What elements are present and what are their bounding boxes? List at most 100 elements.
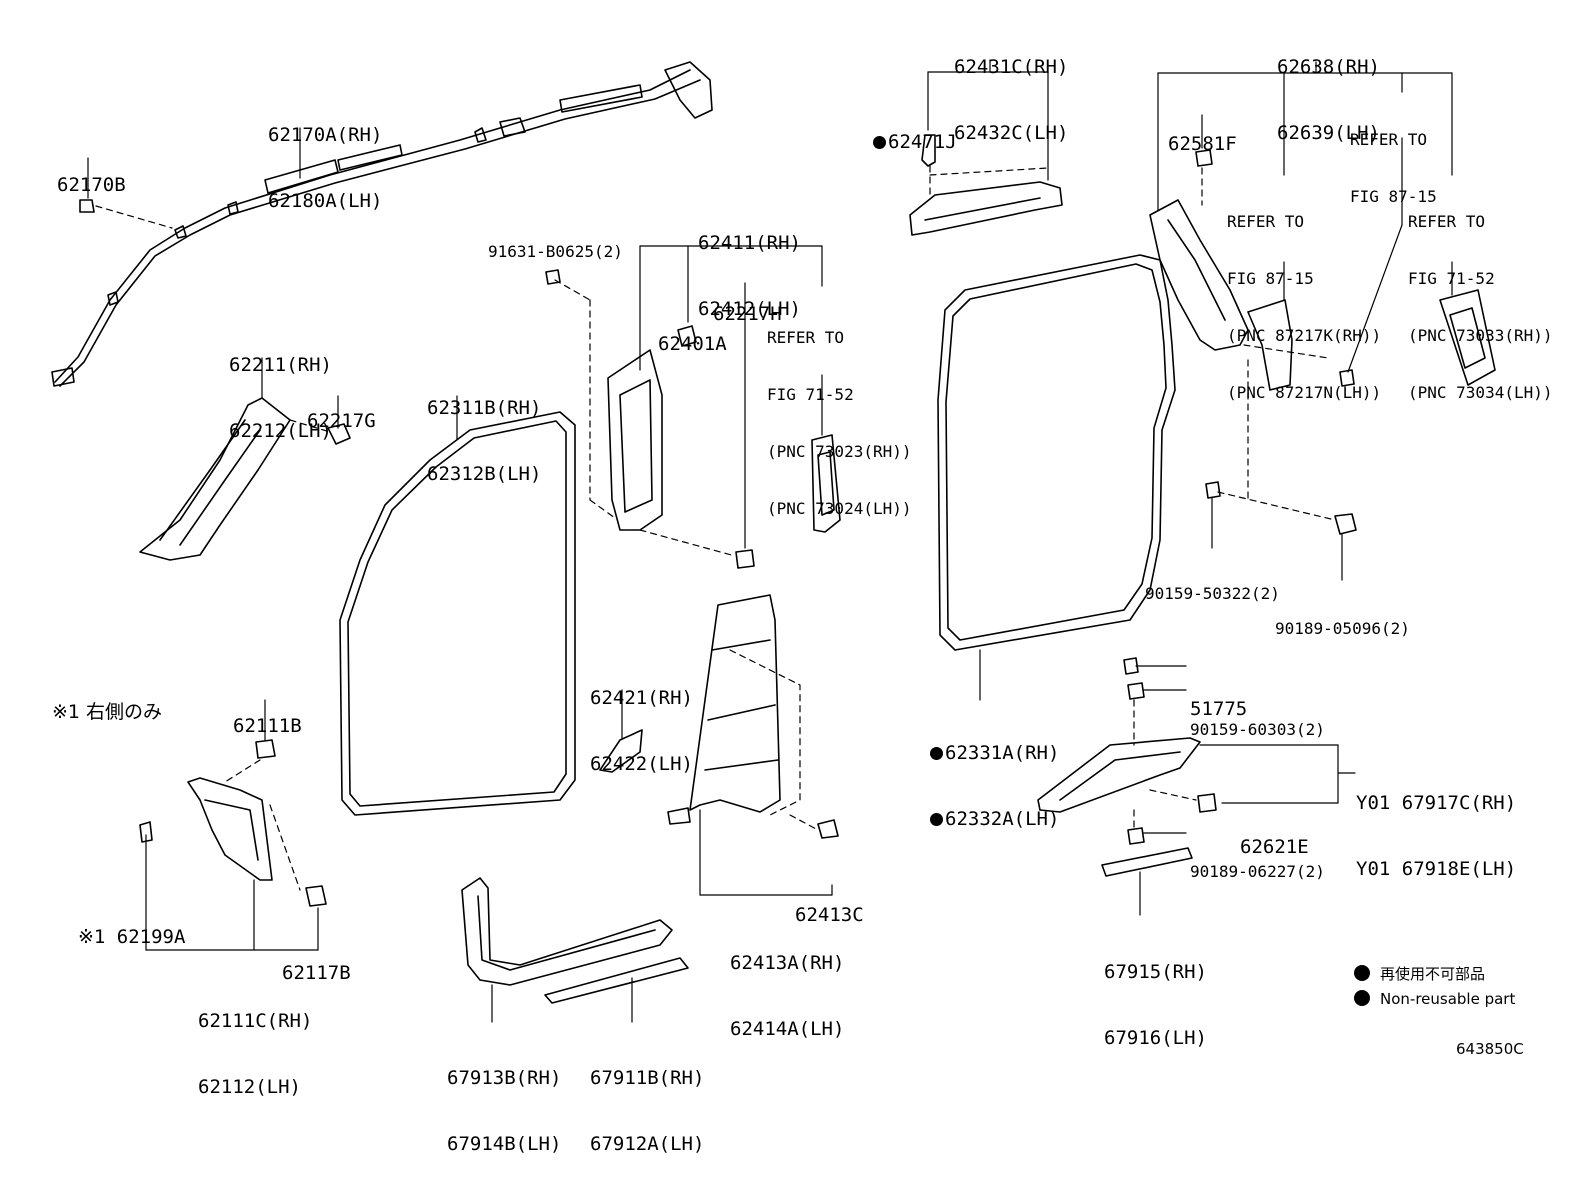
label-line: 62212(LH) <box>229 420 332 442</box>
label-line: (PNC 73033(RH)) <box>1408 326 1553 345</box>
figure-id: 643850C <box>1456 1040 1524 1058</box>
label-note-right-side-only: ※1 右側のみ <box>52 657 162 767</box>
label-line: 67913B(RH) <box>447 1067 562 1089</box>
label-62401A: 62401A <box>658 289 727 399</box>
label-67915: 67915(RH) 67916(LH) <box>1104 917 1207 1093</box>
label-line: (PNC 73023(RH)) <box>767 442 912 461</box>
b-pillar-garnish-part <box>545 245 841 569</box>
label-refer-fig-87-15-a: REFER TO FIG 87-15 (PNC 87217K(RH)) (PNC… <box>1227 174 1381 440</box>
label-line: ※1 62199A <box>78 926 186 948</box>
label-line: 62332A(LH) <box>930 808 1059 830</box>
label-line: 51775 <box>1190 698 1248 720</box>
label-line: 62401A <box>658 333 727 355</box>
label-62581F: 62581F <box>1168 89 1237 199</box>
label-62638: 62638(RH) 62639(LH) <box>1277 12 1380 188</box>
label-90159-60303: 90159-60303(2) <box>1190 682 1325 777</box>
label-62411: 62411(RH) 62412(LH) <box>698 188 801 364</box>
label-line: 67915(RH) <box>1104 961 1207 983</box>
label-line: ※1 右側のみ <box>52 701 163 723</box>
kick-panel-part <box>139 699 327 951</box>
label-line: 91631-B0625(2) <box>488 242 623 261</box>
label-91631: 91631-B0625(2) <box>488 204 623 299</box>
label-62211: 62211(RH) 62212(LH) <box>229 310 332 486</box>
label-line: 67912A(LH) <box>590 1133 705 1155</box>
label-line: 62422(LH) <box>590 753 693 775</box>
label-62331A: 62331A(RH) 62332A(LH) <box>930 698 1059 874</box>
label-line: 62112(LH) <box>198 1076 301 1098</box>
label-line: 62581F <box>1168 133 1237 155</box>
label-line: (PNC 87217K(RH)) <box>1227 326 1382 345</box>
label-line: 62217G <box>307 410 376 432</box>
label-62471J: 62471J <box>873 87 957 197</box>
label-62431C: 62431C(RH) 62432C(LH) <box>954 12 1068 188</box>
label-62621E: 62621E <box>1240 792 1309 902</box>
label-refer-fig-71-52-b: REFER TO FIG 71-52 (PNC 73033(RH)) (PNC … <box>1408 174 1553 440</box>
label-line: 62413A(RH) <box>730 952 845 974</box>
label-62413A: 62413A(RH) 62414A(LH) <box>730 908 844 1084</box>
label-51775: 51775 <box>1190 654 1247 764</box>
label-line: 62621E <box>1240 836 1309 858</box>
label-line: Y01 67918E(LH) <box>1356 858 1517 880</box>
label-62311B: 62311B(RH) 62312B(LH) <box>427 353 541 529</box>
leader-lines <box>87 127 301 229</box>
label-67913B: 67913B(RH) 67914B(LH) <box>447 1023 561 1199</box>
rear-door-weatherstrip-part <box>937 254 1176 701</box>
label-line: FIG 71-52 <box>767 385 854 404</box>
front-scuff-plate-part <box>461 877 689 1023</box>
label-line: 62170A(RH) <box>268 124 383 146</box>
label-line: REFER TO <box>1408 212 1486 231</box>
label-line: 90189-05096(2) <box>1275 619 1410 638</box>
label-Y01-67917C: Y01 67917C(RH) Y01 67918E(LH) <box>1356 748 1516 924</box>
label-refer-fig-71-52-a: REFER TO FIG 71-52 (PNC 73023(RH)) (PNC … <box>767 290 912 556</box>
front-door-weatherstrip-part <box>339 395 576 816</box>
a-pillar-garnish-part <box>139 357 351 561</box>
label-62413C: 62413C <box>795 860 864 970</box>
label-line: 67914B(LH) <box>447 1133 562 1155</box>
label-line: 62412(LH) <box>698 298 801 320</box>
label-line: 62331A(RH) <box>930 742 1059 764</box>
c-pillar-garnish-part <box>1149 61 1496 581</box>
clip-62170B <box>79 199 95 213</box>
label-line: REFER TO <box>1227 212 1305 231</box>
label-line: (PNC 73024(LH)) <box>767 499 912 518</box>
label-line: FIG 71-52 <box>1408 269 1495 288</box>
label-67911B: 67911B(RH) 67912A(LH) <box>590 1023 704 1199</box>
label-line: 62111C(RH) <box>198 1010 313 1032</box>
legend-non-reusable-en: Non-reusable part <box>1380 990 1516 1008</box>
label-line: 67916(LH) <box>1104 1027 1207 1049</box>
label-62170A: 62170A(RH) 62180A(LH) <box>268 80 382 256</box>
label-line: REFER TO <box>767 328 845 347</box>
label-line: 90159-60303(2) <box>1190 720 1325 739</box>
parts-diagram: 62170A(RH) 62180A(LH) 62170B 62211(RH) 6… <box>0 0 1592 1099</box>
label-62111B: 62111B <box>233 671 302 781</box>
label-62217G: 62217G <box>307 366 376 476</box>
label-line: 62411(RH) <box>698 232 801 254</box>
label-line: 62413C <box>795 904 864 926</box>
label-line: 62111B <box>233 715 302 737</box>
label-line: 90159-50322(2) <box>1145 584 1280 603</box>
label-line: 62471J <box>873 131 957 153</box>
label-line: 62312B(LH) <box>427 463 542 485</box>
label-62217H: 62217H <box>713 259 782 369</box>
label-refer-fig-87-15-b: REFER TO FIG 87-15 <box>1350 92 1437 244</box>
label-line: 62414A(LH) <box>730 1018 845 1040</box>
label-line: 62638(RH) <box>1277 56 1380 78</box>
label-line: 62117B <box>282 962 351 984</box>
label-line: 62432C(LH) <box>954 122 1069 144</box>
rear-scuff-plate-part <box>1037 657 1356 916</box>
label-62117B: 62117B <box>282 918 351 1028</box>
label-90159-50322: 90159-50322(2) <box>1145 546 1280 641</box>
label-line: REFER TO <box>1350 130 1428 149</box>
legend-non-reusable-jp: 再使用不可部品 <box>1380 965 1486 983</box>
label-62111C: 62111C(RH) 62112(LH) <box>198 966 312 1142</box>
label-62170B: 62170B <box>57 130 126 240</box>
label-line: (PNC 73034(LH)) <box>1408 383 1553 402</box>
label-line: 62211(RH) <box>229 354 332 376</box>
label-line: Y01 67917C(RH) <box>1356 792 1517 814</box>
curtain-airbag-part <box>51 61 713 387</box>
label-line: FIG 87-15 <box>1350 187 1437 206</box>
label-62199A: ※1 62199A <box>78 882 185 992</box>
label-line: 62180A(LH) <box>268 190 383 212</box>
label-line: 62639(LH) <box>1277 122 1380 144</box>
label-line: 67911B(RH) <box>590 1067 705 1089</box>
